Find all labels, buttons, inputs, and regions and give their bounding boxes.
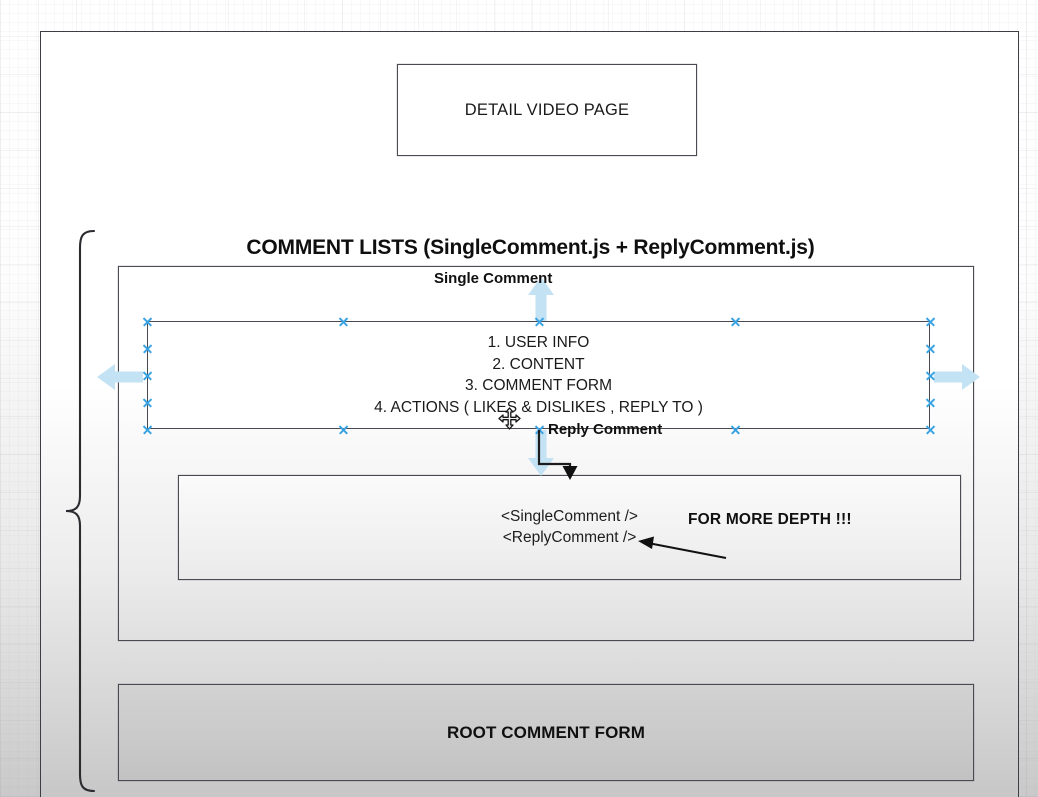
left-curly-brace-icon xyxy=(65,229,96,793)
single-comment-caption: Single Comment xyxy=(434,270,553,287)
single-comment-items: 1. USER INFO 2. CONTENT 3. COMMENT FORM … xyxy=(148,322,929,428)
detail-video-page-label: DETAIL VIDEO PAGE xyxy=(464,100,630,119)
comment-lists-title: COMMENT LISTS (SingleComment.js + ReplyC… xyxy=(246,236,815,259)
single-comment-item-3: 3. COMMENT FORM xyxy=(465,377,612,394)
reply-comment-caption: Reply Comment xyxy=(548,421,663,438)
detail-video-page-box[interactable]: DETAIL VIDEO PAGE xyxy=(397,64,697,156)
root-comment-form-label: ROOT COMMENT FORM xyxy=(446,722,646,742)
single-comment-box[interactable]: 1. USER INFO 2. CONTENT 3. COMMENT FORM … xyxy=(147,321,930,429)
single-comment-item-4: 4. ACTIONS ( LIKES & DISLIKES , REPLY TO… xyxy=(374,398,703,416)
reply-comment-tags: <SingleComment /> <ReplyComment /> xyxy=(179,506,960,548)
single-comment-item-2: 2. CONTENT xyxy=(492,355,585,373)
comment-lists-frame[interactable] xyxy=(118,266,974,641)
tag-single-comment: <SingleComment /> xyxy=(501,508,638,525)
root-comment-form-box[interactable]: ROOT COMMENT FORM xyxy=(118,684,974,781)
single-comment-item-1: 1. USER INFO xyxy=(487,334,590,351)
annotation-arrow-icon xyxy=(638,536,727,559)
elbow-arrow-connector-icon xyxy=(537,430,578,480)
reply-comment-frame[interactable]: <SingleComment /> <ReplyComment /> xyxy=(178,475,961,580)
tag-reply-comment: <ReplyComment /> xyxy=(502,529,637,546)
for-more-depth-annotation: FOR MORE DEPTH !!! xyxy=(688,511,852,528)
